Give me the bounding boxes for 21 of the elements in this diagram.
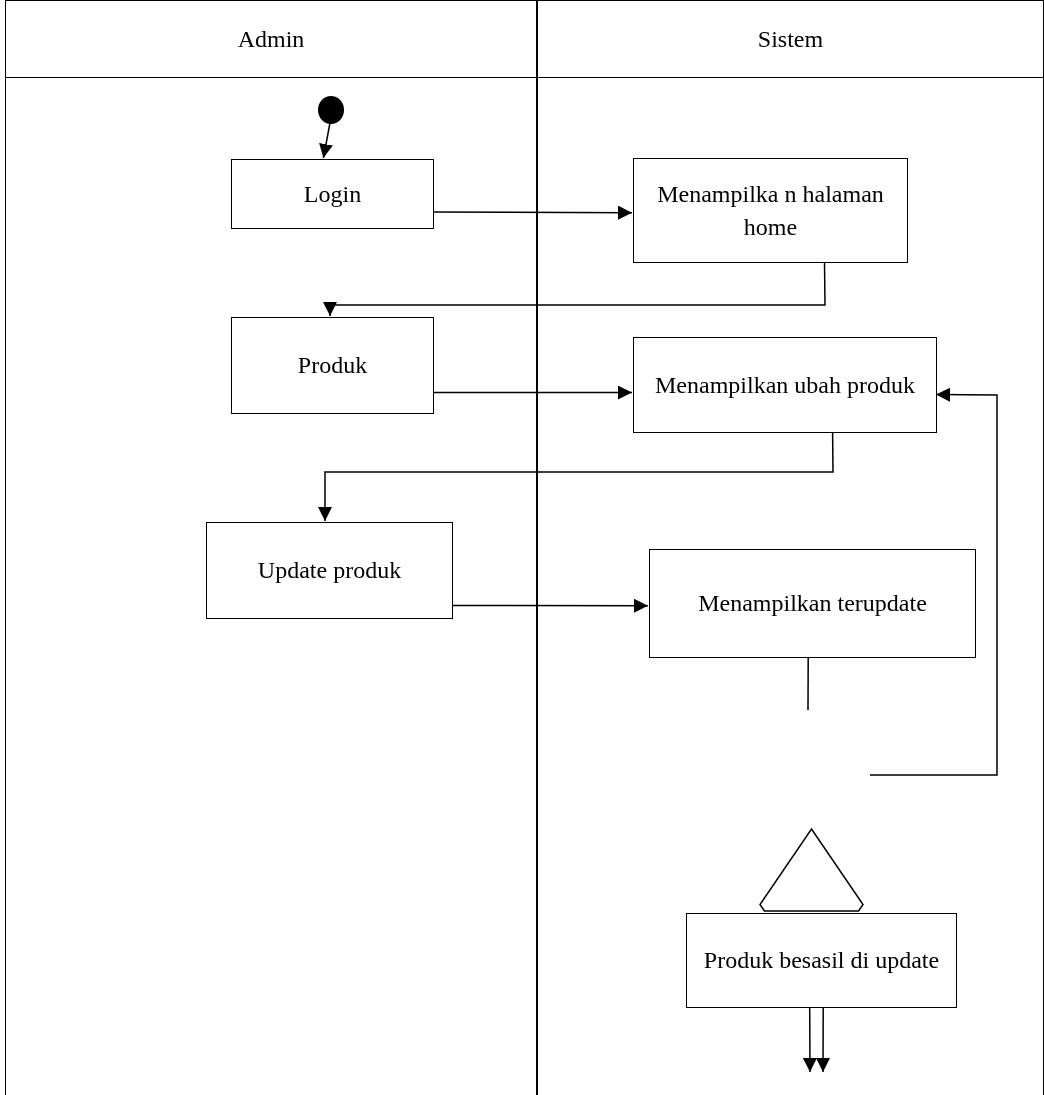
swimlane bbox=[5, 0, 537, 1095]
arrow bbox=[432, 385, 633, 400]
activity-box: Menampilka n halaman home bbox=[633, 158, 908, 263]
arrow bbox=[869, 387, 998, 776]
activity-box: Produk bbox=[231, 317, 434, 414]
start-node bbox=[318, 96, 344, 124]
lane-title: Sistem bbox=[538, 1, 1043, 78]
arrow bbox=[816, 1006, 831, 1073]
arrow bbox=[451, 598, 649, 613]
connector-line bbox=[807, 656, 809, 711]
activity-box: Menampilkan terupdate bbox=[649, 549, 976, 658]
activity-box: Update produk bbox=[206, 522, 453, 619]
arrow bbox=[322, 261, 826, 317]
arrow bbox=[318, 431, 834, 522]
activity-box: Menampilkan ubah produk bbox=[633, 337, 937, 433]
arrow bbox=[802, 1006, 817, 1073]
arrow bbox=[319, 122, 333, 159]
swimlane bbox=[537, 0, 1044, 1095]
lane-title: Admin bbox=[6, 1, 536, 78]
arrow bbox=[432, 205, 633, 220]
activity-box: Login bbox=[231, 159, 434, 229]
